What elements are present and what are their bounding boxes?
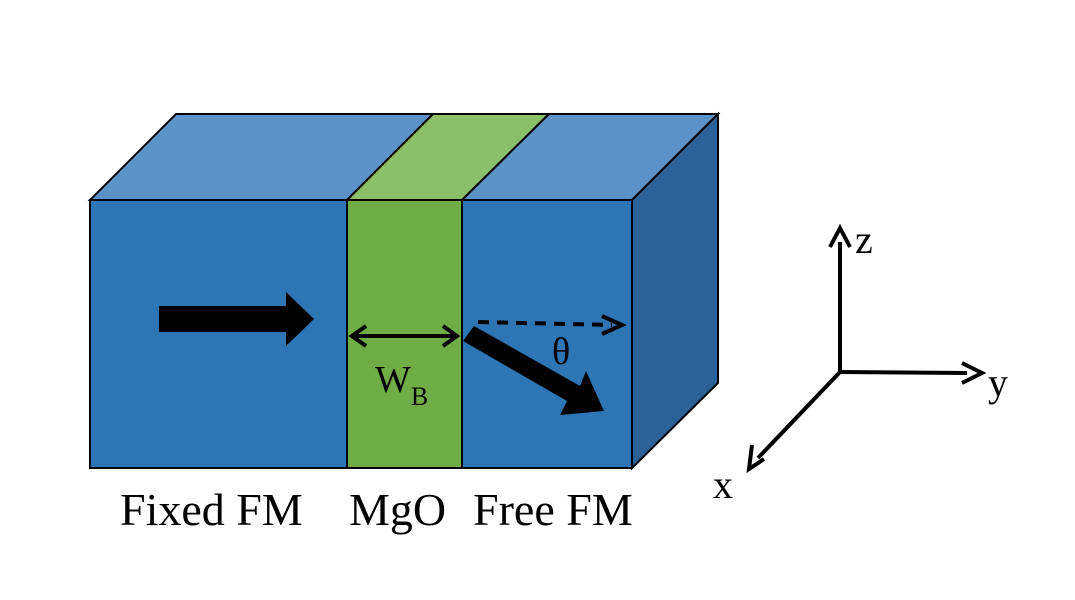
y-axis-label: y xyxy=(988,360,1008,405)
z-axis-label: z xyxy=(855,217,873,262)
free-fm-label: Free FM xyxy=(473,484,633,535)
x-axis xyxy=(756,370,842,460)
fixed-fm-label: Fixed FM xyxy=(120,484,303,535)
y-axis xyxy=(839,370,968,375)
barrier-width-label: WB xyxy=(375,359,428,411)
x-axis-label: x xyxy=(713,462,733,507)
barrier-width-arrow xyxy=(348,324,461,348)
barrier-label: MgO xyxy=(349,484,446,535)
reference-direction-dashed-arrow xyxy=(477,314,627,336)
free-magnetization-arrow xyxy=(463,326,604,415)
fixed-magnetization-arrow xyxy=(159,292,314,346)
barrier-width-symbol: W xyxy=(375,359,411,401)
angle-theta-label: θ xyxy=(552,331,570,373)
coordinate-axes xyxy=(746,223,987,474)
barrier-width-subscript: B xyxy=(411,382,428,411)
fixed-fm-front-face xyxy=(89,199,348,469)
